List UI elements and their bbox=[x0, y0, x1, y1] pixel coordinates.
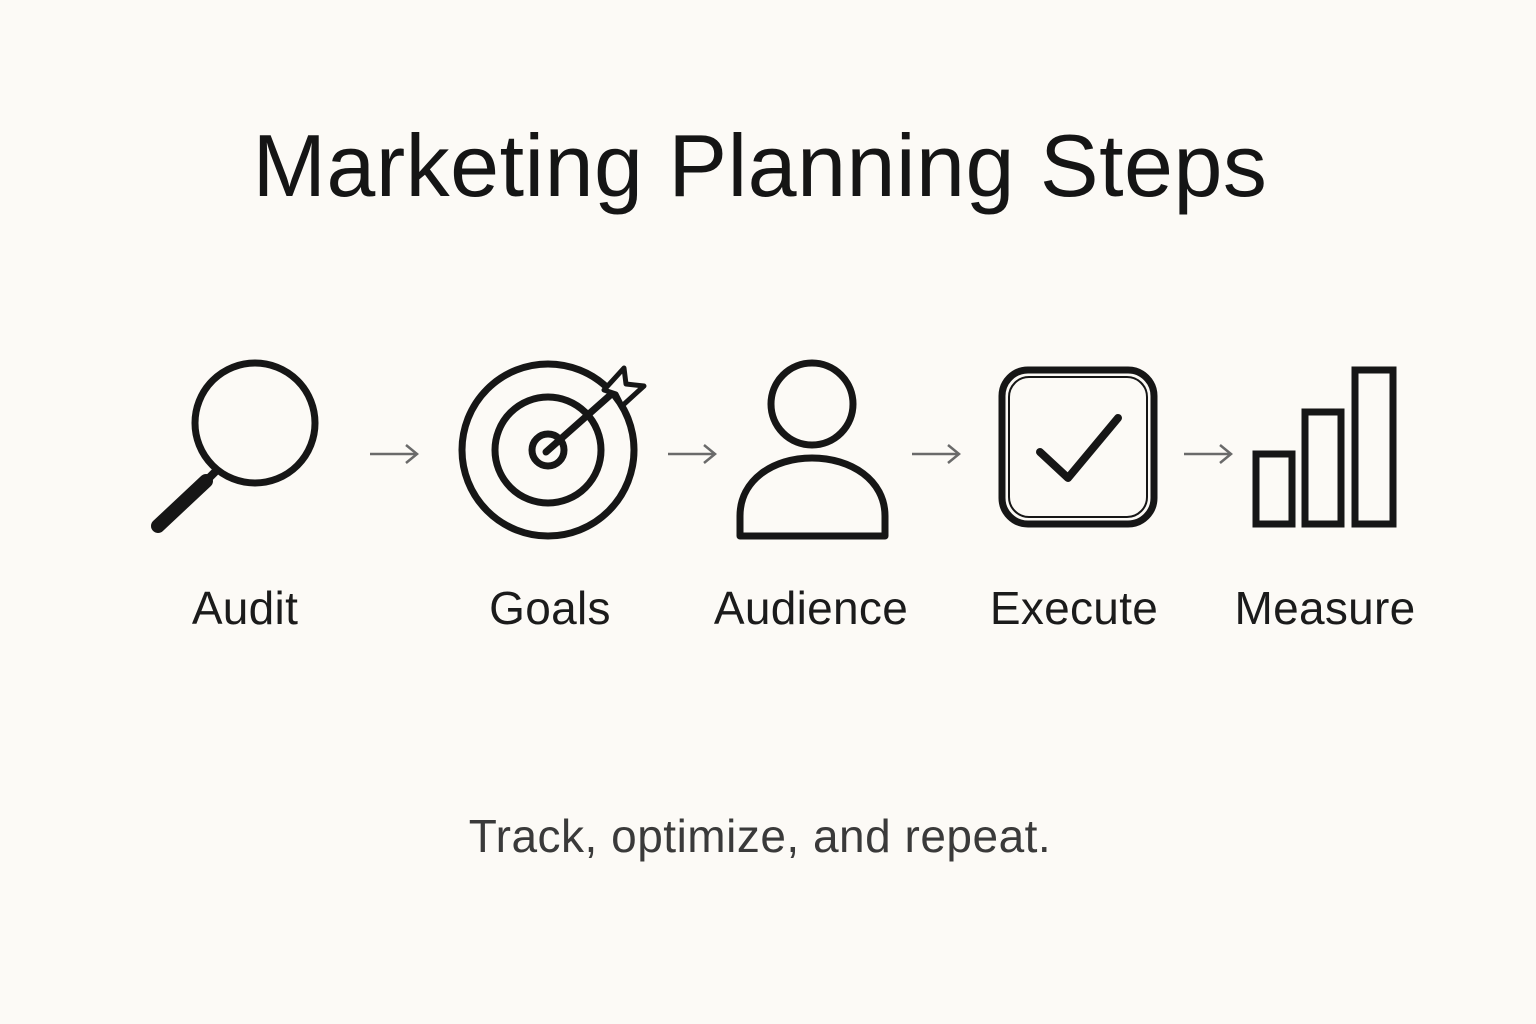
bar-chart-icon bbox=[1252, 366, 1398, 528]
person-icon bbox=[735, 358, 891, 542]
step-label-measure: Measure bbox=[1234, 582, 1416, 634]
arrow-right-icon bbox=[368, 440, 420, 468]
footer-tagline: Track, optimize, and repeat. bbox=[468, 810, 1052, 862]
step-label-audience: Audience bbox=[713, 582, 909, 634]
arrow-right-icon bbox=[666, 440, 718, 468]
arrow-right-icon bbox=[1182, 440, 1234, 468]
target-arrow-icon bbox=[458, 360, 650, 542]
arrow-right-icon bbox=[910, 440, 962, 468]
magnifying-glass-icon bbox=[148, 358, 323, 536]
step-label-execute: Execute bbox=[989, 582, 1159, 634]
checkbox-icon bbox=[998, 366, 1158, 528]
step-label-audit: Audit bbox=[191, 582, 299, 634]
page-title: Marketing Planning Steps bbox=[252, 116, 1268, 215]
step-label-goals: Goals bbox=[489, 582, 611, 634]
